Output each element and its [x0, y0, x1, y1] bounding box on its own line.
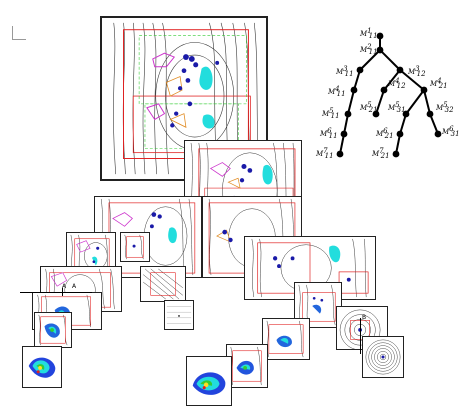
tree-node	[402, 110, 410, 118]
level5-mid-map-panel	[140, 266, 186, 302]
level8-center-map-drawing	[192, 372, 226, 395]
tree-node	[356, 66, 364, 74]
level7-left-map-drawing	[38, 314, 68, 346]
tree-node	[380, 86, 388, 94]
tree-node	[396, 130, 404, 138]
section-label-a: A	[62, 283, 67, 290]
level6-center-map-panel	[262, 318, 310, 360]
level7-right-map-panel	[362, 336, 404, 378]
level7-center-map-drawing	[230, 346, 262, 386]
level5-mid-map-drawing	[143, 268, 183, 300]
level8-left-map-drawing	[28, 357, 56, 378]
tree-node	[426, 110, 434, 118]
level4-right-map-drawing	[251, 238, 369, 298]
section-label-a-prime: A	[72, 283, 77, 290]
tree-node	[376, 32, 384, 40]
level6-mid-map-drawing	[166, 306, 192, 324]
level7-right-map-drawing	[365, 339, 401, 375]
section-line-b	[360, 318, 361, 354]
level8-left-map-panel	[22, 346, 62, 388]
tree-node	[336, 150, 344, 158]
page-corner-mark	[12, 26, 26, 40]
level4-mid-map-drawing	[124, 234, 144, 260]
tree-node	[420, 86, 428, 94]
section-line-a	[20, 292, 92, 293]
tree-node	[376, 46, 384, 54]
tree-node	[392, 150, 400, 158]
tree-node	[350, 86, 358, 94]
level7-center-map-panel	[226, 344, 268, 388]
level8-center-map-panel	[186, 356, 232, 406]
tree-node	[340, 130, 348, 138]
tree-node	[434, 130, 442, 138]
tree-node	[344, 110, 352, 118]
level7-left-map-panel	[34, 312, 72, 348]
level6-center-map-drawing	[266, 320, 304, 358]
section-label-b: B	[362, 314, 367, 321]
level4-mid-map-panel	[120, 232, 150, 262]
tree-node	[372, 110, 380, 118]
tree-node	[396, 66, 404, 74]
level6-mid-map-panel	[164, 300, 194, 330]
section-tick-a	[62, 288, 63, 296]
